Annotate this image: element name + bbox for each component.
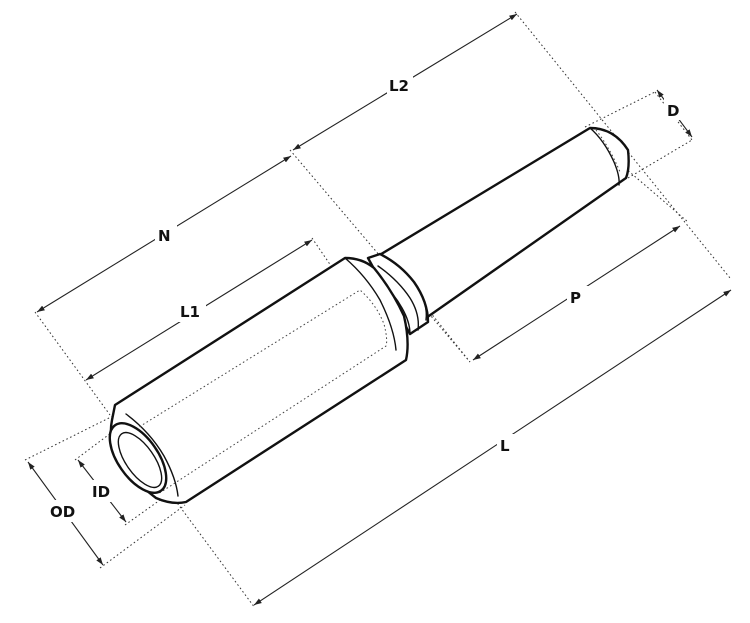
label-L1: L1 bbox=[180, 303, 200, 321]
shank bbox=[376, 126, 630, 320]
dim-line-L bbox=[253, 289, 732, 606]
label-L2: L2 bbox=[389, 77, 409, 95]
bore-opening bbox=[108, 422, 168, 494]
label-OD: OD bbox=[50, 503, 75, 521]
label-P: P bbox=[570, 289, 581, 307]
label-L: L bbox=[500, 437, 510, 455]
label-ID: ID bbox=[92, 483, 110, 501]
label-N: N bbox=[158, 227, 171, 245]
dimension-labels: L2 D N L1 P L ID OD bbox=[48, 74, 686, 522]
fitting-body bbox=[108, 126, 630, 505]
label-D: D bbox=[667, 102, 679, 120]
